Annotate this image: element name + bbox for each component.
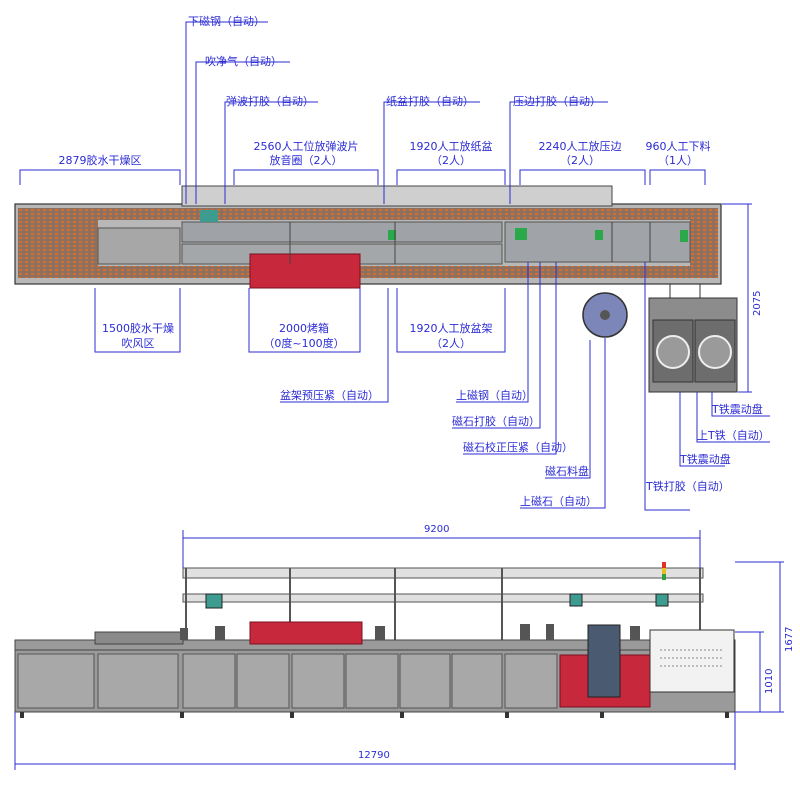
label-manual-2240-a: 2240人工放压边: [538, 140, 622, 153]
station-row-3: [504, 221, 691, 263]
label-spring-glue: 弹波打胶（自动）: [226, 95, 314, 108]
side-dimension-lines: [14, 530, 784, 770]
green-sensor-4: [680, 230, 688, 242]
label-magnet-up: 上磁钢（自动）: [456, 389, 533, 402]
label-manual-2240-b: （2人）: [560, 154, 600, 167]
dim-1677: 1677: [784, 626, 795, 652]
green-sensor-1: [388, 230, 396, 240]
top-view: [14, 185, 738, 393]
label-magnet-upper: 上磁石（自动）: [520, 495, 597, 508]
label-oven-b: （0度~100度）: [263, 337, 345, 350]
conveyor-upper: [18, 208, 718, 220]
gantry-top-rail: [182, 567, 704, 579]
dim-1010: 1010: [764, 668, 775, 694]
upper-frame: [181, 185, 613, 207]
green-sensor-3: [595, 230, 603, 240]
label-manual-960-a: 960人工下料: [645, 140, 711, 153]
oven-side: [249, 621, 363, 645]
label-magnet-down: 下磁钢（自动）: [188, 15, 265, 28]
label-rack-a: 1920人工放盆架: [409, 322, 493, 335]
label-blow-clean: 吹净气（自动）: [205, 55, 282, 68]
conveyor-lower: [18, 266, 718, 278]
label-rack-press: 盆架预压紧（自动）: [280, 389, 379, 402]
oven-top: [249, 253, 361, 289]
dry-zone-inner: [97, 227, 181, 265]
teal-block: [200, 210, 218, 222]
label-magnet-tray: 磁石料盘: [545, 465, 589, 478]
label-edge-glue: 压边打胶（自动）: [513, 95, 601, 108]
label-manual-1920-a: 1920人工放纸盆: [409, 140, 493, 153]
label-t-iron-glue-a: T铁打胶（自动）: [646, 480, 730, 493]
label-t-iron-bowl2: T铁震动盘: [680, 453, 731, 466]
side-view: [14, 562, 736, 718]
top-leader-lines: [19, 21, 770, 511]
label-t-iron-bowl: T铁震动盘: [712, 403, 763, 416]
label-dry-1500-a: 1500胶水干燥: [102, 322, 174, 335]
label-oven-a: 2000烤箱: [279, 322, 329, 335]
label-manual-1920-b: （2人）: [431, 154, 471, 167]
white-cabinet: [649, 629, 735, 693]
label-magnet-glue: 磁石打胶（自动）: [452, 415, 540, 428]
conveyor-left-return: [18, 220, 98, 266]
label-manual-960-b: （1人）: [658, 154, 698, 167]
dim-2075: 2075: [752, 290, 763, 316]
label-rack-b: （2人）: [431, 337, 471, 350]
label-paper-glue: 纸盆打胶（自动）: [386, 95, 474, 108]
label-dry-2879: 2879胶水干燥区: [58, 154, 142, 167]
dim-12790: 12790: [358, 750, 390, 761]
dim-9200: 9200: [424, 524, 450, 535]
green-sensor-2: [515, 228, 527, 240]
conveyor-right-return: [690, 220, 718, 266]
label-upper-t-iron: 上T铁（自动）: [697, 429, 770, 442]
label-manual-2560-a: 2560人工位放弹波片: [253, 140, 359, 153]
station-row-1: [181, 221, 503, 243]
label-manual-2560-b: 放音圈（2人）: [269, 154, 343, 167]
label-dry-1500-b: 吹风区: [121, 337, 155, 350]
label-magnet-correct: 磁石校正压紧（自动）: [463, 441, 573, 454]
